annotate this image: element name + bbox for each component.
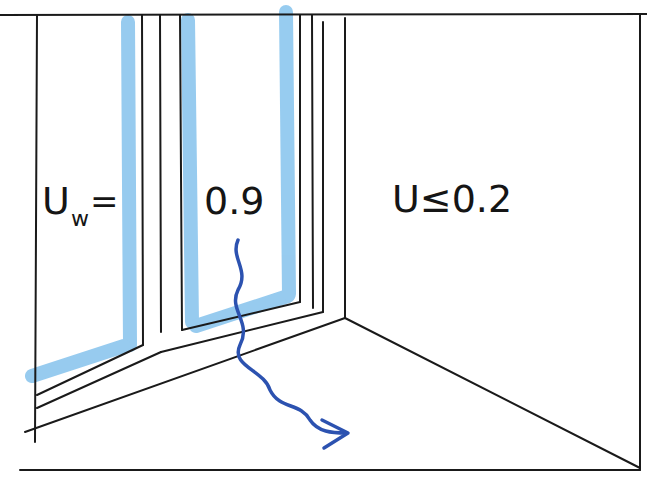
highlight-stroke [188, 20, 192, 322]
highlight-stroke [286, 12, 289, 294]
u-value-symbol: U [42, 182, 70, 220]
wall-corner [344, 18, 346, 318]
arrow-head [322, 420, 348, 448]
window-frame [180, 15, 182, 330]
window-frame [322, 22, 324, 312]
window-frame-highlight [32, 12, 289, 376]
highlight-stroke [128, 22, 130, 345]
ceiling-line [0, 14, 647, 15]
u-value-subscript: w [71, 208, 89, 230]
wall-edge [35, 15, 37, 442]
window-frame [299, 15, 301, 302]
floor-line [25, 318, 345, 432]
window-u-value: 0.9 [204, 182, 264, 220]
heat-flow-arrow [235, 240, 348, 448]
window-sill [37, 352, 161, 408]
wall-edge [639, 15, 641, 470]
heat-flow-squiggle [235, 240, 346, 433]
window-frame [142, 15, 143, 345]
wall-u-value: U≤0.2 [392, 180, 512, 218]
equals-sign: = [90, 184, 119, 218]
floor-line [345, 318, 640, 468]
window-frame [312, 15, 313, 308]
window-frame [160, 15, 161, 332]
window-sill [37, 345, 143, 395]
room-lines [0, 14, 647, 470]
floor-edge [20, 469, 640, 471]
